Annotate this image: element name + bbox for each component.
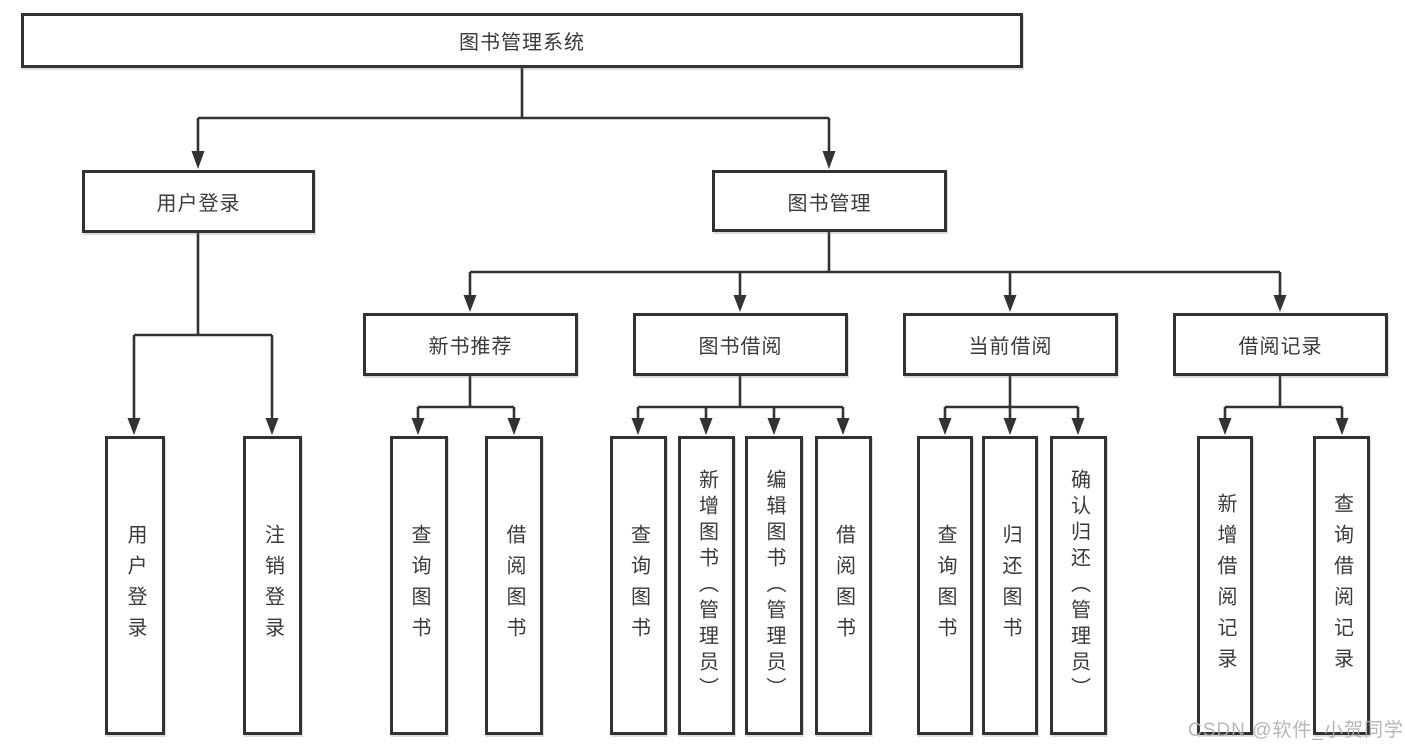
node-query-books-borrow: 查询图书: [610, 436, 667, 735]
node-add-book-admin: 新增图书（管理员）: [678, 436, 735, 735]
arrowhead: [631, 418, 645, 435]
node-edit-book-admin: 编辑图书（管理员）: [745, 436, 803, 735]
arrowhead: [1071, 418, 1085, 435]
arrowhead: [733, 295, 747, 312]
arrowhead: [411, 418, 425, 435]
arrowhead: [1003, 295, 1017, 312]
connector-root-to-level2: [196, 68, 831, 154]
node-return-books: 归还图书: [982, 436, 1038, 735]
csdn-watermark: CSDN @软件_小贺同学: [1188, 720, 1404, 741]
node-new-book-recommendation: 新书推荐: [363, 313, 578, 376]
arrowhead: [699, 418, 713, 435]
node-add-borrow-record: 新增借阅记录: [1197, 436, 1253, 735]
arrowhead: [1003, 418, 1017, 435]
arrowhead: [507, 418, 521, 435]
arrowhead: [127, 418, 141, 435]
node-query-books-current: 查询图书: [917, 436, 973, 735]
node-confirm-return-admin: 确认归还（管理员）: [1050, 436, 1107, 735]
node-query-books-recommend: 查询图书: [390, 436, 448, 735]
node-query-borrow-record: 查询借阅记录: [1313, 436, 1370, 735]
arrowheads: [127, 151, 1349, 435]
node-library-management-system: 图书管理系统: [21, 13, 1023, 68]
arrowhead: [463, 295, 477, 312]
arrowhead: [191, 151, 205, 169]
arrowhead: [836, 418, 850, 435]
arrowhead: [265, 418, 279, 435]
connector-book-borrow-subtree: [636, 376, 845, 420]
connector-book-management-subtree: [468, 232, 1282, 297]
node-borrowing-records: 借阅记录: [1173, 313, 1388, 376]
node-user-login-leaf: 用户登录: [105, 436, 165, 735]
arrowhead: [767, 418, 781, 435]
node-book-management: 图书管理: [712, 170, 947, 232]
connector-user-login-subtree: [132, 233, 274, 420]
node-logout: 注销登录: [243, 436, 302, 735]
arrowhead: [938, 418, 952, 435]
arrowhead: [1335, 418, 1349, 435]
arrowhead: [1218, 418, 1232, 435]
connector-new-book-subtree: [416, 376, 516, 420]
node-book-borrowing: 图书借阅: [633, 313, 848, 376]
node-borrow-books: 借阅图书: [815, 436, 872, 735]
connector-records-subtree: [1223, 376, 1344, 420]
node-user-login: 用户登录: [82, 170, 315, 233]
arrowhead: [1273, 295, 1287, 312]
connector-current-borrow-subtree: [943, 376, 1080, 420]
node-borrow-books-recommend: 借阅图书: [485, 436, 543, 735]
arrowhead: [822, 151, 836, 169]
node-current-borrowing: 当前借阅: [903, 313, 1118, 376]
